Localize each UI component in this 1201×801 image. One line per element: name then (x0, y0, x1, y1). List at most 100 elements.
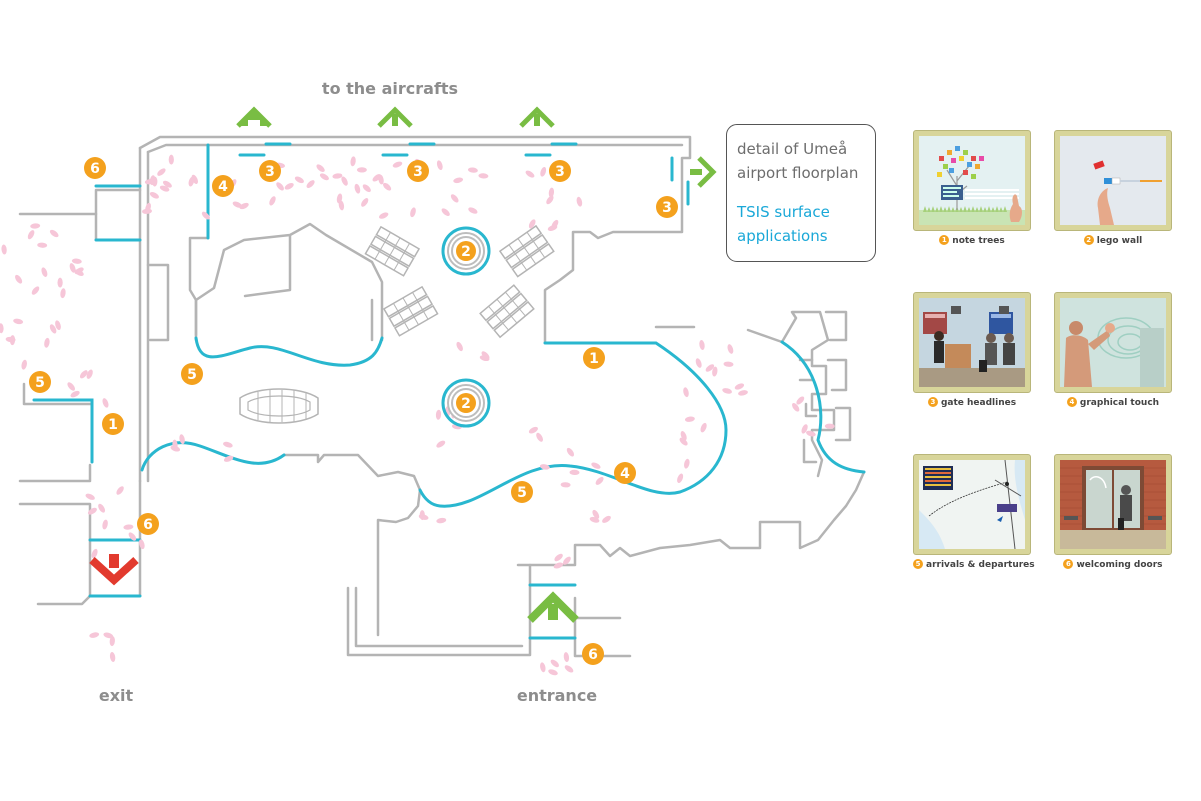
passenger-figure (284, 182, 294, 190)
passenger-figure (392, 161, 403, 168)
passenger-figure (566, 447, 575, 457)
passenger-figure (722, 388, 732, 394)
passenger-figure (13, 318, 24, 325)
passenger-figure (109, 652, 116, 662)
passenger-figure (21, 359, 27, 370)
passenger-figure (806, 430, 816, 437)
marker-3: 3 (549, 160, 571, 182)
passenger-figure (85, 493, 95, 500)
svg-text:5: 5 (187, 367, 197, 383)
passenger-figure (679, 437, 688, 446)
svg-text:6: 6 (143, 517, 153, 533)
passenger-figure (589, 516, 600, 523)
passenger-figure (468, 207, 478, 214)
marker-4: 4 (614, 462, 636, 484)
passenger-figure (316, 164, 325, 172)
lego-wall-screen (1060, 136, 1166, 225)
label-to-aircrafts: to the aircrafts (322, 79, 458, 98)
passenger-figure (170, 445, 181, 452)
passenger-figure (595, 476, 604, 485)
passenger-figure (319, 173, 329, 181)
passenger-figure (528, 426, 538, 434)
thumb-number-badge: 5 (913, 559, 923, 569)
svg-text:1: 1 (108, 417, 118, 433)
passenger-figure (128, 532, 137, 541)
passenger-figure (525, 170, 535, 178)
passenger-figure (306, 180, 315, 189)
marker-1: 1 (102, 413, 124, 435)
passenger-figure (168, 154, 174, 165)
legend-subtitle-line-1: TSIS surface (737, 203, 830, 221)
passenger-figure (546, 195, 554, 205)
passenger-figure (695, 358, 702, 368)
graphical-touch-screen (1060, 298, 1166, 387)
passenger-figure (563, 652, 570, 663)
passenger-figure (350, 156, 356, 167)
passenger-figure (436, 517, 447, 524)
passenger-figure (5, 336, 16, 343)
svg-text:3: 3 (265, 164, 275, 180)
passenger-figure (705, 364, 715, 372)
marker-1: 1 (583, 347, 605, 369)
svg-text:2: 2 (461, 244, 471, 260)
passenger-figure (157, 168, 166, 176)
passenger-figure (232, 201, 242, 208)
red-down-arrow-icon (89, 554, 139, 586)
passenger-figure (723, 361, 734, 367)
passenger-figure (362, 184, 371, 193)
passenger-figure (478, 173, 489, 179)
passenger-figure (410, 207, 416, 218)
green-up-arrow-icon (377, 106, 413, 128)
passenger-figure (41, 267, 48, 277)
passenger-figure (379, 212, 389, 219)
svg-text:3: 3 (555, 164, 565, 180)
note-trees-screen (919, 136, 1025, 225)
passenger-figure (223, 441, 233, 448)
legend-subtitle-line-2: applications (737, 227, 828, 245)
passenger-figure (684, 416, 695, 422)
passenger-figure (436, 440, 446, 448)
passenger-figure (179, 434, 185, 445)
passenger-figure (824, 423, 835, 429)
benches (239, 224, 555, 424)
passenger-figure (37, 242, 48, 248)
marker-2: 2 (456, 393, 476, 413)
passenger-figure (548, 187, 555, 198)
passenger-figure (269, 196, 276, 206)
thumb-caption: arrivals & departures (926, 560, 1035, 570)
thumb-caption: welcoming doors (1076, 560, 1163, 570)
passenger-figure (356, 167, 367, 173)
thumb-caption: gate headlines (940, 398, 1017, 408)
marker-5: 5 (181, 363, 203, 385)
passenger-figure (55, 320, 61, 331)
green-up-arrow-icon (236, 106, 272, 128)
passenger-figure (91, 548, 98, 559)
passenger-figure (553, 562, 564, 569)
passenger-figure (562, 556, 571, 565)
marker-3: 3 (407, 160, 429, 182)
green-up-arrow-icon (519, 106, 555, 128)
passenger-figure (159, 185, 170, 192)
thumb-number-badge: 4 (1066, 397, 1077, 407)
passenger-figure (102, 519, 108, 530)
passenger-figure (223, 455, 234, 462)
arrivals-departures-screen (919, 460, 1025, 549)
passenger-figure (70, 390, 80, 398)
passenger-figure (418, 514, 429, 520)
passenger-figure (540, 166, 547, 177)
passenger-figure (539, 464, 550, 470)
oval-bench (239, 388, 319, 424)
passenger-figure (796, 396, 805, 405)
passenger-figure (453, 177, 464, 184)
passenger-figure (57, 277, 63, 288)
passenger-figure (354, 183, 361, 194)
thumb-caption: graphical touch (1079, 398, 1160, 408)
svg-text:2: 2 (461, 396, 471, 412)
passenger-figure (188, 176, 195, 187)
passenger-figure (528, 219, 536, 229)
